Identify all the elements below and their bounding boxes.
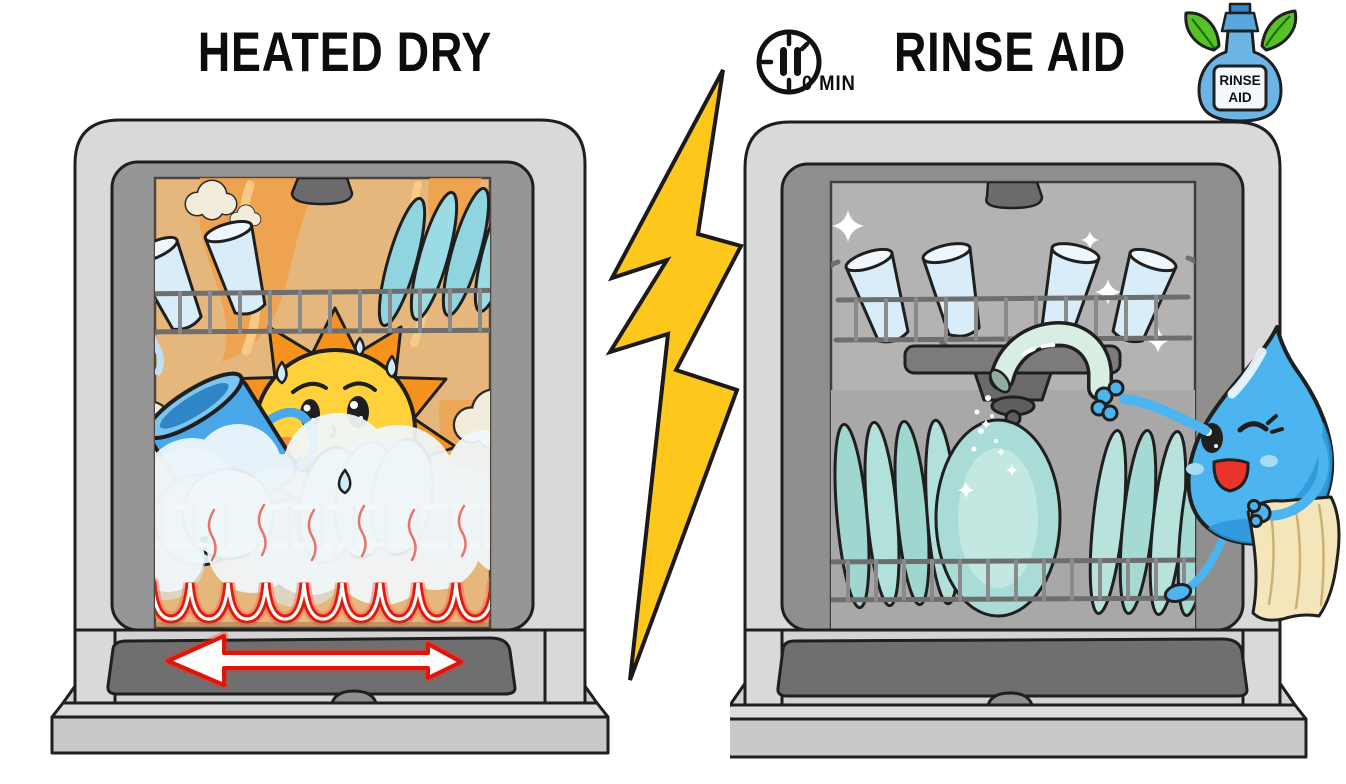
top-rack-glasses xyxy=(155,215,277,376)
bottom-rack-plates xyxy=(831,417,1195,619)
door-base xyxy=(730,717,1308,759)
heated-dry-title: HEATED DRY xyxy=(197,20,493,83)
sweat-drop xyxy=(385,354,398,379)
spray-arm-mount xyxy=(985,182,1044,210)
drop-arm xyxy=(1090,379,1210,435)
rinse-aid-dishwasher-illustration xyxy=(730,120,1341,759)
pause-bar-icon xyxy=(780,47,787,76)
door-latch xyxy=(986,691,1034,707)
bottle-label xyxy=(1212,64,1268,112)
winking-eye xyxy=(1237,421,1269,433)
open-door xyxy=(730,628,1308,759)
sweat-drop xyxy=(354,336,365,357)
drop-foot xyxy=(1163,583,1193,603)
timer-icon xyxy=(756,29,822,95)
drop-mouth xyxy=(1212,458,1250,493)
rinse-aid-title: RINSE AID xyxy=(893,20,1127,83)
water-drip xyxy=(155,298,165,376)
bottom-rack xyxy=(831,557,1195,603)
door-airflow-arrow xyxy=(166,634,463,687)
bottom-rack xyxy=(155,504,490,577)
water-drop-character xyxy=(958,320,1341,622)
door-latch xyxy=(330,689,378,705)
top-rack xyxy=(155,287,490,335)
rinse-aid-bottle-icon: RINSE AID xyxy=(1184,2,1298,123)
door-inner-panel xyxy=(776,637,1249,698)
bottle-label-line2: AID xyxy=(1228,90,1252,105)
sweat-drop xyxy=(275,360,288,385)
drop-arm-towel xyxy=(1247,435,1329,528)
spray-arm-mount xyxy=(290,178,354,206)
bottle-cap xyxy=(1228,2,1252,15)
door-base xyxy=(50,715,610,755)
bottle-stopper xyxy=(1220,11,1260,33)
bottle-label-line1: RINSE xyxy=(1219,73,1260,88)
heated-dry-dishwasher-illustration xyxy=(50,118,610,755)
pause-bar-icon xyxy=(794,47,801,76)
lightning-bolt-shape xyxy=(605,69,744,681)
rinse-aid-droplet-trail xyxy=(958,395,1018,498)
open-door xyxy=(50,628,610,755)
lightning-bolt-icon xyxy=(605,69,744,681)
rinse-aid-spout xyxy=(989,320,1113,401)
